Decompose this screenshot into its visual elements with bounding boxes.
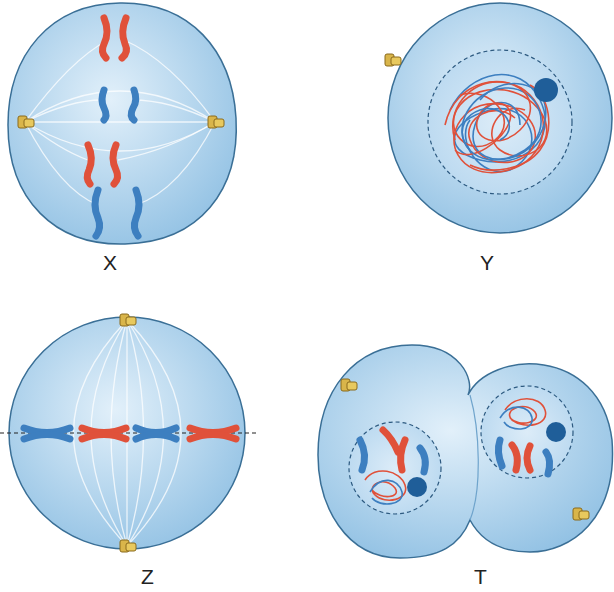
interphase-cell [385,3,612,233]
anaphase-cell [8,3,236,244]
stage-label: X [103,252,117,273]
stage-label: Z [141,566,154,587]
stage-label: T [474,566,487,587]
metaphase-cell [0,314,256,552]
stage-label: Y [480,252,494,273]
telophase-cell [318,345,613,558]
